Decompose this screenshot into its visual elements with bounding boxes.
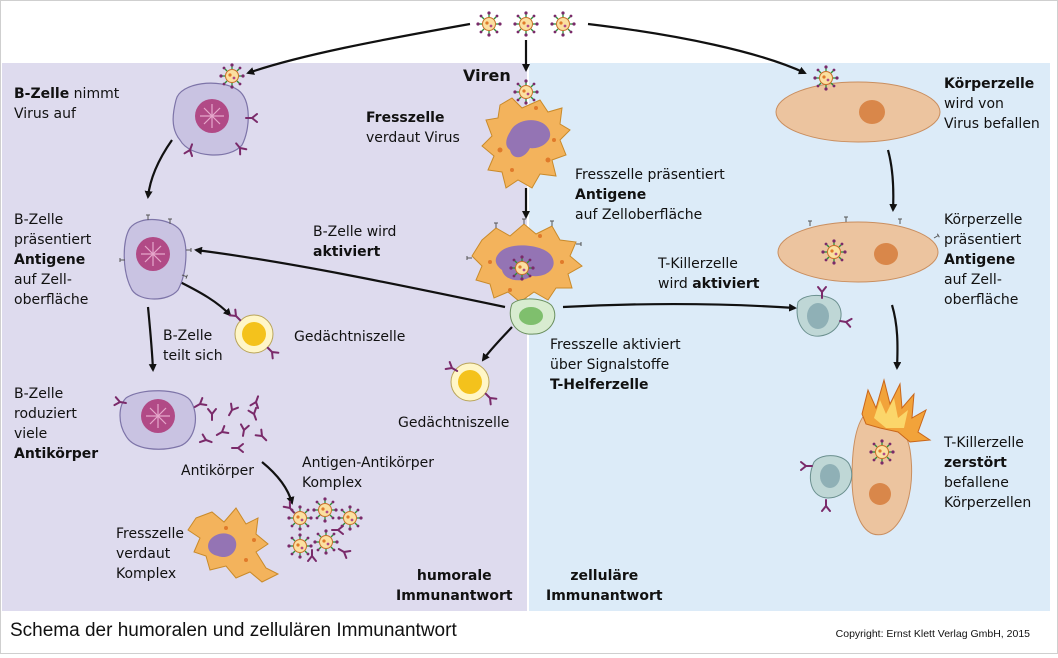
arrow	[261, 461, 295, 505]
label-memory-cell-left: Gedächtniszelle	[294, 329, 406, 345]
arrow	[246, 22, 471, 75]
virus-icon	[512, 10, 540, 38]
t-killer-cell-activated	[796, 286, 853, 337]
virus-icon	[475, 10, 503, 38]
memory-cell-left	[228, 308, 280, 360]
label-b-cell-activated: B-Zelle wird aktiviert	[313, 224, 397, 260]
b-cell-antibody-producing	[113, 390, 208, 450]
t-helper-cell	[509, 298, 556, 335]
arrow	[562, 303, 797, 312]
cellular-panel	[529, 63, 1050, 611]
b-cell-virus-uptake	[172, 62, 258, 158]
arrow	[481, 326, 513, 362]
t-killer-destroying-body-cell	[800, 378, 932, 536]
body-cell-presenting	[777, 216, 940, 283]
label-body-cell-presents: Körperzelle präsentiert Antigene auf Zel…	[944, 212, 1023, 308]
phagocyte-digesting-virus	[481, 78, 571, 189]
label-t-killer-destroys: T-Killerzelle zerstört befallene Körperz…	[944, 435, 1032, 511]
figure-caption: Schema der humoralen und zellulären Immu…	[10, 620, 457, 641]
virus-icon	[549, 10, 577, 38]
copyright-notice: Copyright: Ernst Klett Verlag GmbH, 2015	[835, 628, 1030, 640]
label-humoral-response: humorale Immunantwort	[396, 568, 513, 604]
phagocyte-presenting	[466, 218, 583, 303]
label-memory-cell-center: Gedächtniszelle	[398, 415, 510, 431]
label-body-cell-infected: Körperzelle wird von Virus befallen	[944, 76, 1040, 132]
arrow	[587, 22, 807, 75]
arrow	[194, 246, 506, 309]
label-phagocyte-presents: Fresszelle präsentiert Antigene auf Zell…	[575, 167, 725, 223]
arrow	[886, 149, 898, 212]
label-phagocyte-digests-virus: Fresszelle verdaut Virus	[366, 110, 460, 146]
phagocyte-digesting-complex	[187, 507, 280, 583]
label-t-killer-activated: T-Killerzelle wird aktiviert	[658, 256, 760, 292]
label-cellular-response: zelluläre Immunantwort	[546, 568, 663, 604]
memory-cell-center	[444, 361, 498, 406]
label-viruses: Viren	[463, 66, 511, 85]
label-helper-activation: Fresszelle aktiviert über Signalstoffe T…	[550, 337, 681, 393]
label-complex: Antigen-Antikörper Komplex	[302, 455, 434, 491]
arrow	[179, 281, 232, 317]
label-phagocyte-complex: Fresszelle verdaut Komplex	[116, 526, 185, 582]
label-b-cell-takes-virus: B-Zelle nimmt Virus auf	[14, 86, 120, 122]
label-b-cell-divides: B-Zelle teilt sich	[163, 328, 223, 364]
label-b-cell-presents: B-Zelle präsentiert Antigene auf Zell- o…	[14, 212, 92, 308]
label-antibody: Antikörper	[181, 463, 255, 479]
body-cell-infected	[775, 64, 941, 143]
b-cell-presenting	[119, 214, 192, 300]
arrow	[144, 139, 173, 199]
arrow	[146, 306, 157, 372]
label-b-cell-produces: B-Zelle roduziert viele Antikörper	[14, 386, 99, 462]
arrow	[890, 304, 902, 370]
